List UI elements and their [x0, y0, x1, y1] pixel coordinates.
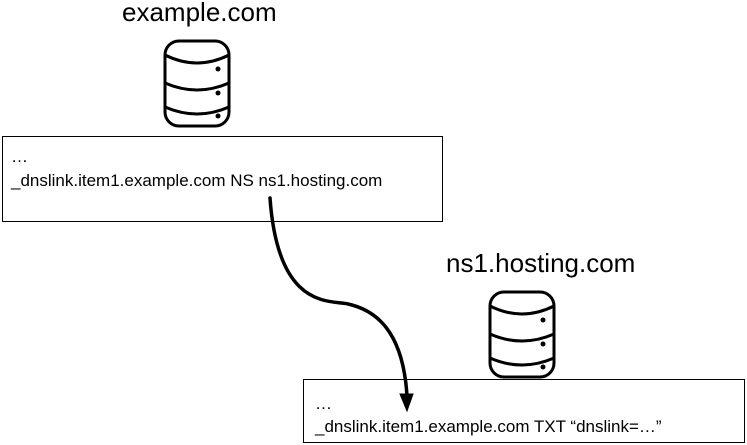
record-line-ellipsis: … [11, 147, 28, 166]
record-line-ellipsis: … [315, 394, 332, 413]
database-server-icon [488, 290, 556, 379]
server-title-ns1-hosting-com: ns1.hosting.com [446, 248, 636, 278]
record-line-txt: _dnslink.item1.example.com TXT “dnslink=… [315, 417, 662, 436]
zone-records-ns1-hosting-com: … _dnslink.item1.example.com TXT “dnslin… [303, 379, 745, 443]
database-server-icon [163, 39, 231, 128]
zone-records-example-com: … _dnslink.item1.example.com NS ns1.host… [2, 136, 443, 222]
arrow-shaft [268, 196, 409, 398]
server-title-example-com: example.com [122, 0, 277, 27]
record-line-ns: _dnslink.item1.example.com NS ns1.hostin… [11, 171, 383, 190]
